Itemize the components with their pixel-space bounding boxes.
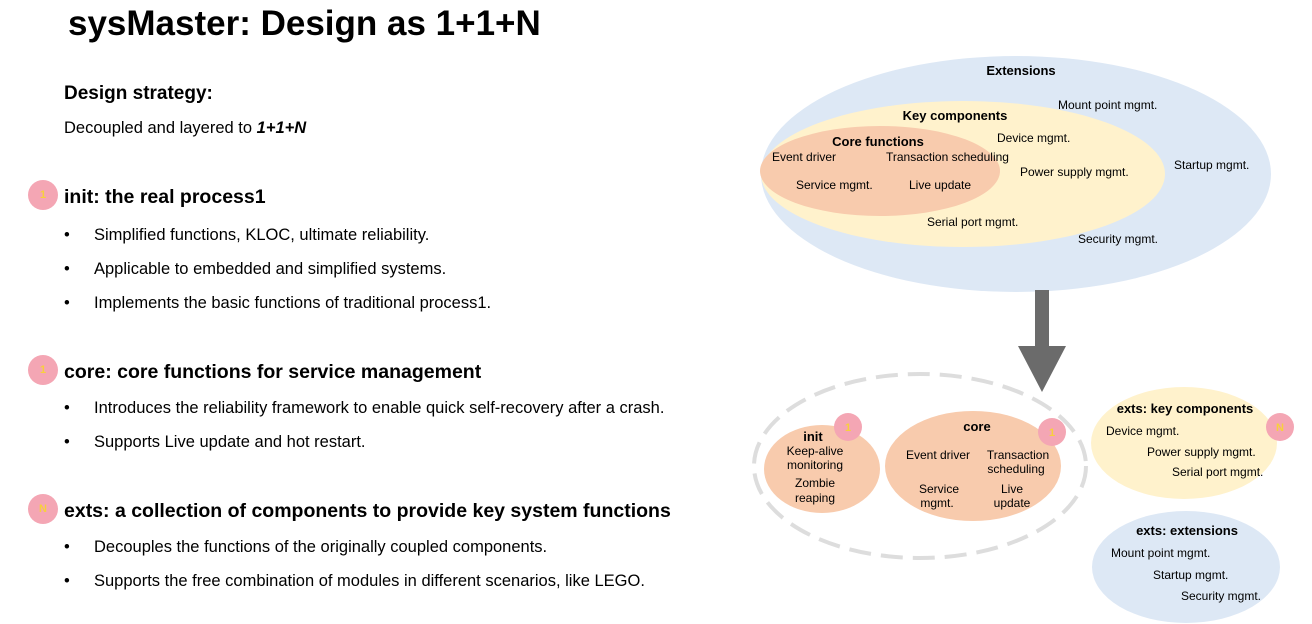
bullet-item: Implements the basic functions of tradit…: [64, 293, 491, 327]
core-functions-ellipse: [760, 126, 1000, 216]
core-item: Service mgmt.: [796, 178, 873, 192]
init-item: Zombie: [795, 476, 835, 490]
section-core-bullets: Introduces the reliability framework to …: [64, 398, 664, 466]
core-item: mgmt.: [920, 496, 953, 510]
core-item: update: [994, 496, 1031, 510]
core-item: Event driver: [772, 150, 836, 164]
bullet-item: Applicable to embedded and simplified sy…: [64, 259, 491, 293]
section-init-bullets: Simplified functions, KLOC, ultimate rel…: [64, 225, 491, 327]
core-functions-label: Core functions: [832, 134, 924, 149]
core-item: scheduling: [987, 462, 1044, 476]
section-core-title: core: core functions for service managem…: [64, 361, 482, 383]
init-item: reaping: [795, 491, 835, 505]
init-item: Keep-alive: [787, 444, 844, 458]
core-item: Transaction scheduling: [886, 150, 1009, 164]
core-item: Live: [1001, 482, 1023, 496]
bullet-item: Supports Live update and hot restart.: [64, 432, 664, 466]
exts-ext-ellipse: [1092, 511, 1280, 623]
section-init-title: init: the real process1: [64, 186, 266, 208]
bullet-item: Decouples the functions of the originall…: [64, 537, 645, 571]
exts-ext-label: exts: extensions: [1136, 523, 1238, 538]
key-item: Power supply mgmt.: [1020, 165, 1129, 179]
exts-ext-item: Mount point mgmt.: [1111, 546, 1210, 560]
exts-ext-item: Startup mgmt.: [1153, 568, 1228, 582]
key-item: Serial port mgmt.: [927, 215, 1018, 229]
exts-key-item: Device mgmt.: [1106, 424, 1179, 438]
core-item: Service: [919, 482, 959, 496]
exts-ext-item: Security mgmt.: [1181, 589, 1261, 603]
strategy-text: Decoupled and layered to 1+1+N: [64, 119, 306, 138]
key-badge: N: [1276, 422, 1284, 434]
section-core-badge: 1: [28, 355, 58, 385]
strategy-text-emphasis: 1+1+N: [256, 119, 307, 137]
bullet-item: Simplified functions, KLOC, ultimate rel…: [64, 225, 491, 259]
init-badge-circle: [834, 413, 862, 441]
strategy-text-prefix: Decoupled and layered to: [64, 119, 257, 137]
key-item: Device mgmt.: [997, 131, 1070, 145]
core-badge: 1: [1049, 427, 1055, 439]
section-exts-title: exts: a collection of components to prov…: [64, 500, 671, 522]
init-item: monitoring: [787, 458, 843, 472]
core-ellipse: [885, 411, 1061, 521]
exts-key-item: Serial port mgmt.: [1172, 465, 1263, 479]
dashed-group-ellipse: [752, 372, 1088, 560]
extension-item: Security mgmt.: [1078, 232, 1158, 246]
down-arrow-icon: [1018, 290, 1066, 392]
page-title: sysMaster: Design as 1+1+N: [68, 4, 541, 43]
extensions-label: Extensions: [986, 63, 1055, 78]
exts-key-label: exts: key components: [1117, 401, 1254, 416]
section-init-badge: 1: [28, 180, 58, 210]
bullet-item: Supports the free combination of modules…: [64, 571, 645, 605]
key-badge-circle: [1266, 413, 1294, 441]
exts-key-ellipse: [1091, 387, 1277, 499]
section-exts-bullets: Decouples the functions of the originall…: [64, 537, 645, 605]
section-exts-badge: N: [28, 494, 58, 524]
bullet-item: Introduces the reliability framework to …: [64, 398, 664, 432]
init-label: init: [803, 429, 823, 444]
core-item: Live update: [909, 178, 971, 192]
exts-key-item: Power supply mgmt.: [1147, 445, 1256, 459]
init-badge: 1: [845, 422, 851, 434]
init-ellipse: [764, 425, 880, 513]
core-item: Transaction: [987, 448, 1049, 462]
key-components-label: Key components: [903, 108, 1008, 123]
core-badge-circle: [1038, 418, 1066, 446]
strategy-heading: Design strategy:: [64, 83, 213, 104]
extension-item: Startup mgmt.: [1174, 158, 1249, 172]
core-label: core: [963, 419, 990, 434]
extension-item: Mount point mgmt.: [1058, 98, 1157, 112]
core-item: Event driver: [906, 448, 970, 462]
